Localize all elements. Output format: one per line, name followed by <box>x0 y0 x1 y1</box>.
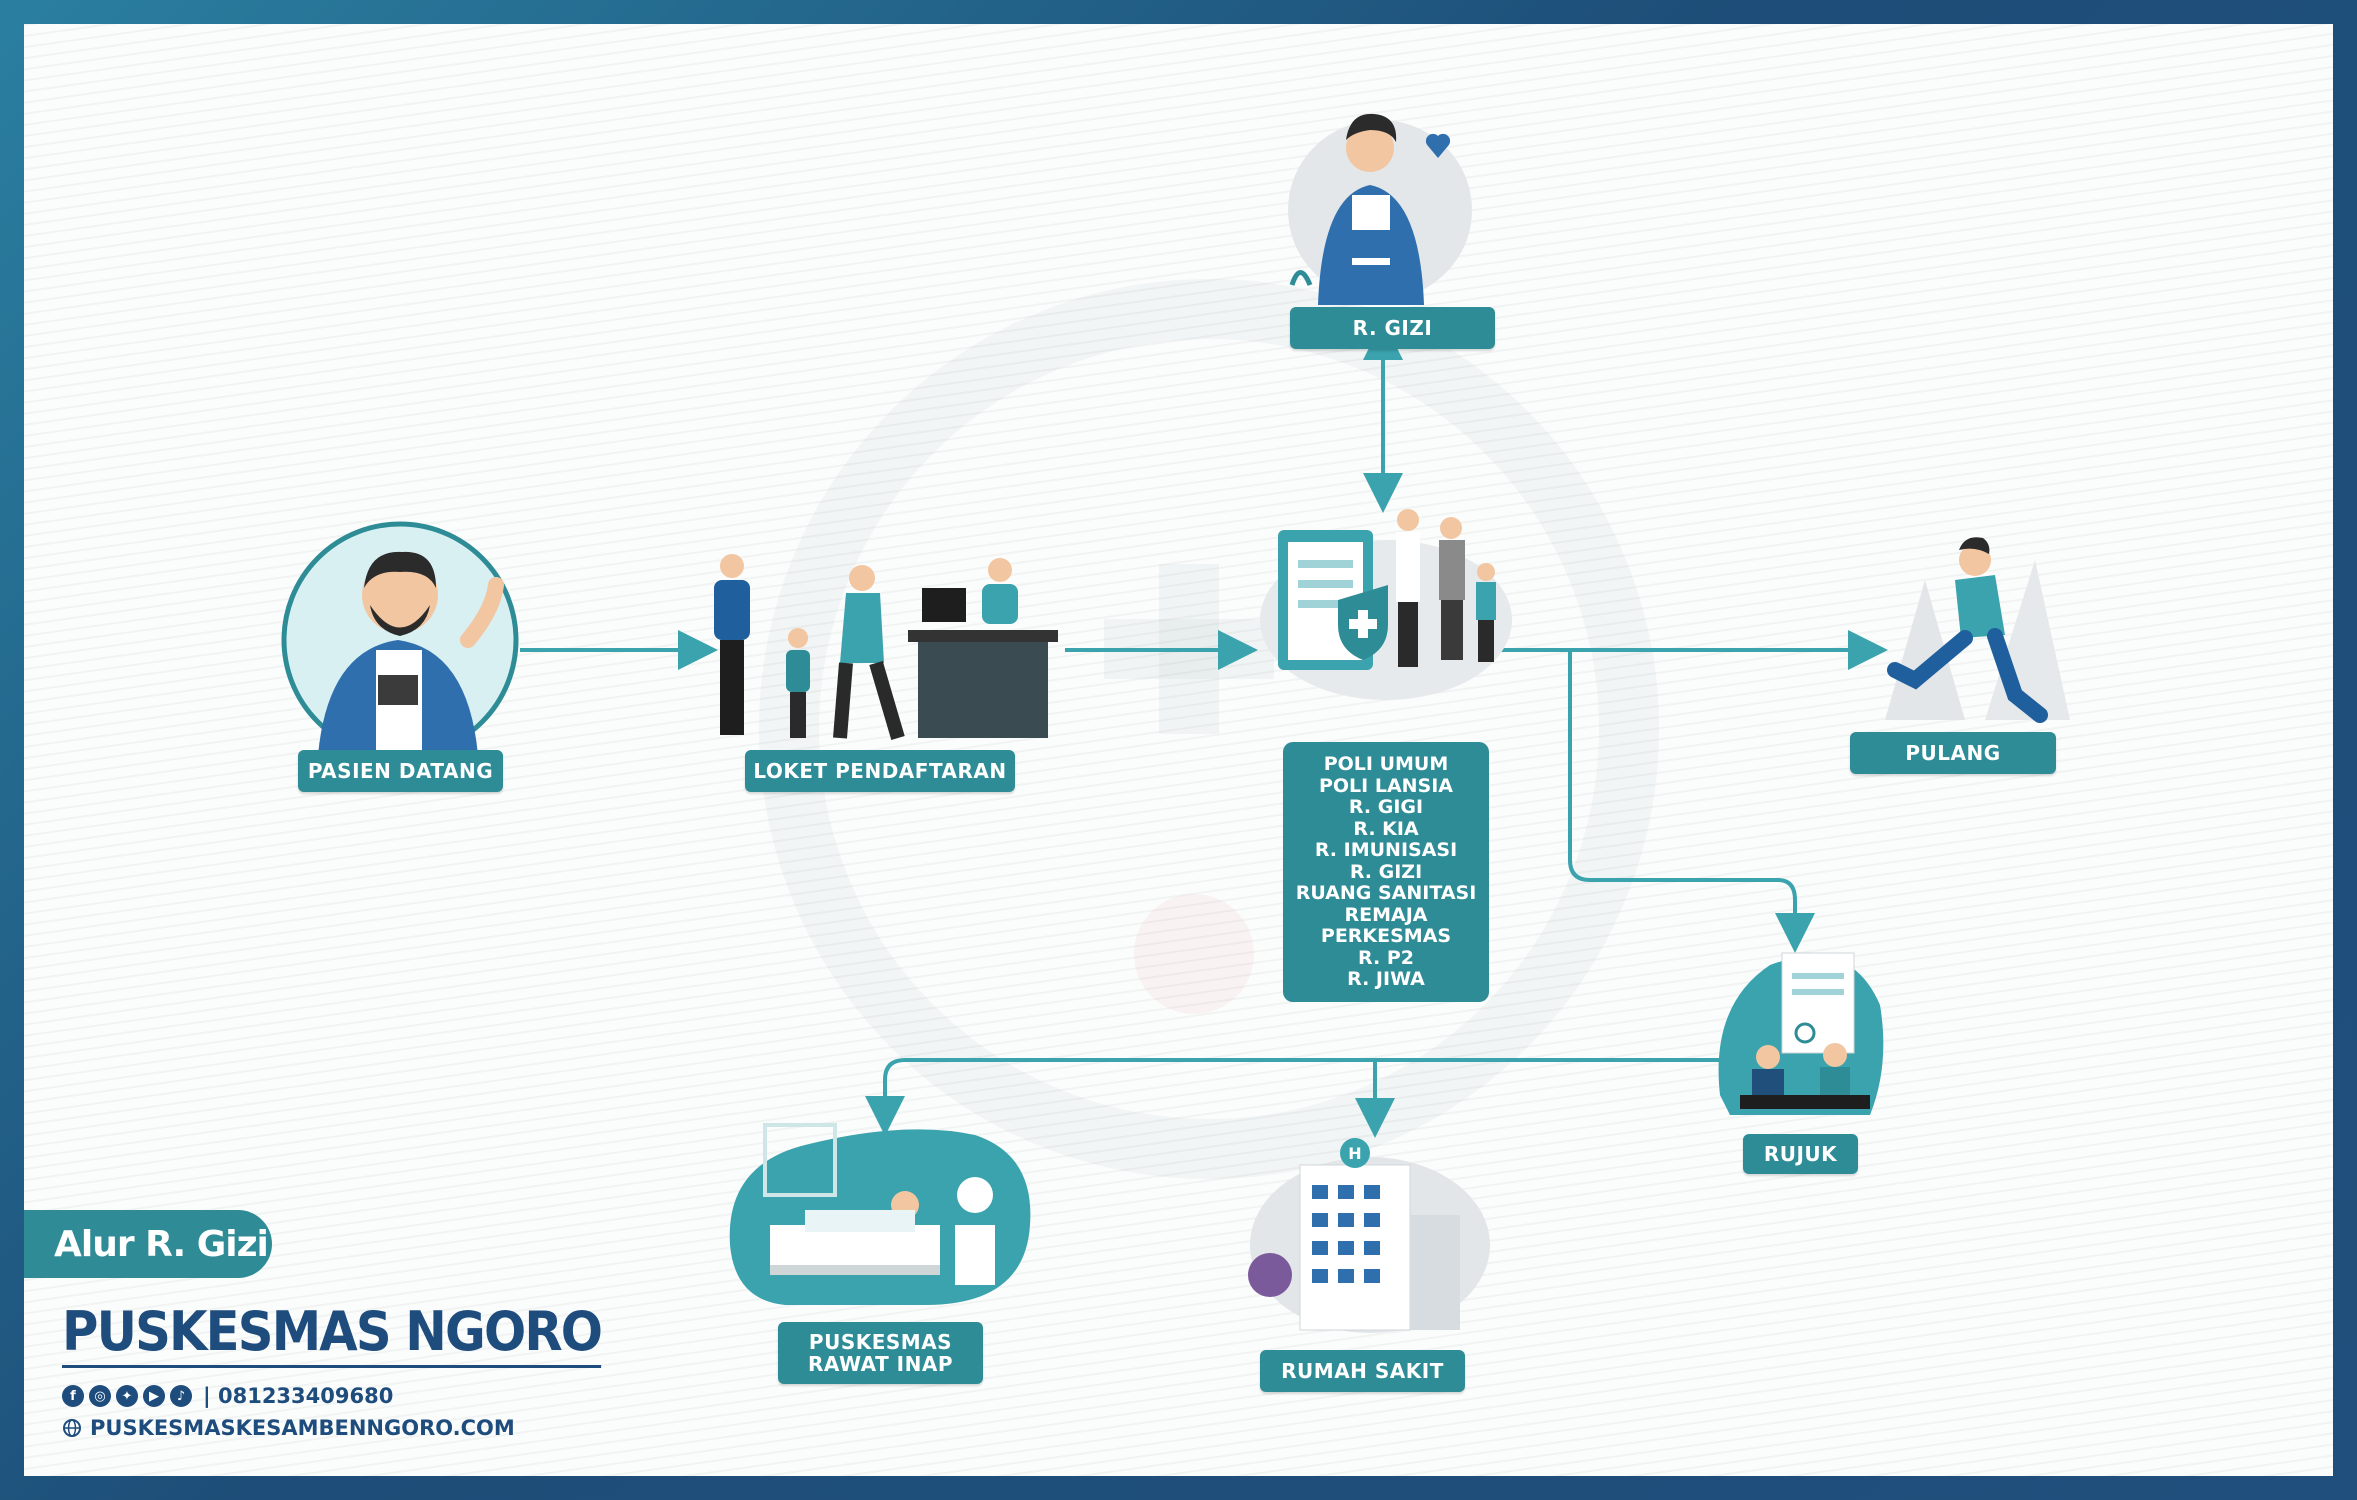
service-item: R. KIA <box>1353 817 1419 840</box>
service-item: R. GIGI <box>1348 796 1424 818</box>
svg-text:H: H <box>1348 1144 1361 1163</box>
label-pasien-datang: PASIEN DATANG <box>298 750 503 792</box>
instagram-icon[interactable]: ◎ <box>89 1385 111 1407</box>
label-rawat-inap-line-2: RAWAT INAP <box>808 1352 953 1376</box>
service-item: R. JIWA <box>1347 968 1425 990</box>
service-item: R. IMUNISASI <box>1314 839 1458 861</box>
label-loket-pendaftaran: LOKET PENDAFTARAN <box>745 750 1015 792</box>
service-item: POLI UMUM <box>1323 753 1449 775</box>
inpatient-illustration <box>729 1123 1031 1305</box>
phone-number: | 081233409680 <box>203 1384 394 1408</box>
services-list: POLI UMUM POLI LANSIA R. GIGI R. KIA R. … <box>1283 742 1489 1002</box>
patient-illustration <box>281 521 519 759</box>
contact-row: f ◎ ✦ ▶ ♪ | 081233409680 <box>62 1384 393 1408</box>
service-item: POLI LANSIA <box>1318 774 1454 797</box>
flow-title-badge: Alur R. Gizi <box>24 1210 272 1278</box>
website-link[interactable]: PUSKESMASKESAMBENNGORO.COM <box>90 1416 515 1440</box>
nutritionist-illustration <box>1288 113 1472 305</box>
twitter-icon[interactable]: ✦ <box>116 1385 138 1407</box>
website-row: PUSKESMASKESAMBENNGORO.COM <box>62 1416 515 1440</box>
service-item: REMAJA <box>1344 903 1428 926</box>
service-item: R. P2 <box>1358 946 1414 969</box>
label-rumah-sakit: RUMAH SAKIT <box>1260 1350 1465 1392</box>
service-item: RUANG SANITASI <box>1295 882 1477 904</box>
going-home-illustration <box>1885 537 2070 723</box>
watermark-heart-icon <box>1134 894 1254 1014</box>
label-puskesmas-rawat-inap: PUSKESMAS RAWAT INAP <box>778 1322 983 1384</box>
label-pulang: PULANG <box>1850 732 2056 774</box>
registration-counter-illustration <box>714 554 1058 740</box>
referral-illustration <box>1718 952 1884 1115</box>
label-rujuk: RUJUK <box>1743 1134 1858 1174</box>
org-name: PUSKESMAS NGORO <box>62 1300 603 1368</box>
hospital-illustration: H <box>1248 1138 1490 1333</box>
service-item: R. GIZI <box>1349 860 1423 883</box>
arrow-poli-to-rujuk <box>1568 650 1815 953</box>
globe-icon <box>63 1419 81 1437</box>
youtube-icon[interactable]: ▶ <box>143 1385 165 1407</box>
facebook-icon[interactable]: f <box>62 1385 84 1407</box>
label-r-gizi: R. GIZI <box>1290 307 1495 349</box>
label-rawat-inap-line-1: PUSKESMAS <box>808 1330 953 1354</box>
service-item: PERKESMAS <box>1320 925 1452 947</box>
tiktok-icon[interactable]: ♪ <box>170 1385 192 1407</box>
arrow-rujuk-to-rawat-inap <box>865 1058 1725 1136</box>
clinic-services-illustration <box>1260 509 1512 700</box>
